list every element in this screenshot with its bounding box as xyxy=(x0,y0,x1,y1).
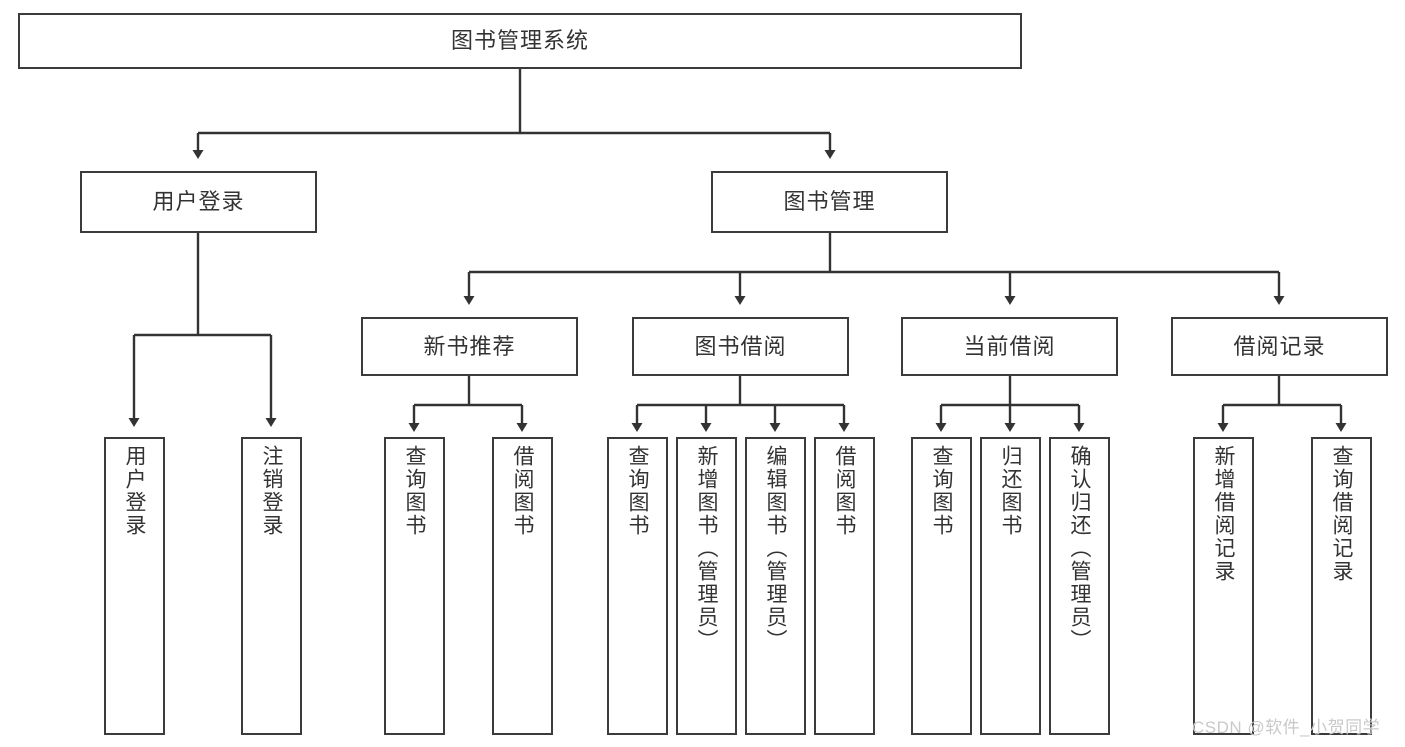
connectors xyxy=(128,69,1347,432)
node-leaf-query-book-1[interactable]: 查询图书 xyxy=(384,437,445,735)
node-leaf-query-book-3[interactable]: 查询图书 xyxy=(911,437,972,735)
node-leaf-edit-book-label: 编辑图书（管理员） xyxy=(764,445,787,652)
node-leaf-edit-book[interactable]: 编辑图书（管理员） xyxy=(745,437,806,735)
node-borrow-record[interactable]: 借阅记录 xyxy=(1171,317,1388,376)
node-new-book-recommend[interactable]: 新书推荐 xyxy=(361,317,578,376)
node-leaf-add-borrow-record[interactable]: 新增借阅记录 xyxy=(1193,437,1254,735)
node-leaf-return-book[interactable]: 归还图书 xyxy=(980,437,1041,735)
node-book-management[interactable]: 图书管理 xyxy=(711,171,948,233)
node-root[interactable]: 图书管理系统 xyxy=(18,13,1022,69)
node-leaf-confirm-return-label: 确认归还（管理员） xyxy=(1068,445,1091,652)
node-book-management-label: 图书管理 xyxy=(783,189,876,215)
node-leaf-add-book-label: 新增图书（管理员） xyxy=(695,445,718,652)
node-leaf-borrow-book-1[interactable]: 借阅图书 xyxy=(492,437,553,735)
node-user-login-label: 用户登录 xyxy=(152,189,245,215)
node-current-borrow-label: 当前借阅 xyxy=(963,333,1056,359)
node-leaf-query-borrow-record-label: 查询借阅记录 xyxy=(1330,445,1353,583)
node-leaf-return-book-label: 归还图书 xyxy=(999,445,1022,537)
node-leaf-borrow-book-2[interactable]: 借阅图书 xyxy=(814,437,875,735)
node-leaf-logout-login[interactable]: 注销登录 xyxy=(241,437,302,735)
node-user-login[interactable]: 用户登录 xyxy=(80,171,317,233)
node-leaf-query-book-3-label: 查询图书 xyxy=(930,445,953,537)
node-leaf-add-book[interactable]: 新增图书（管理员） xyxy=(676,437,737,735)
node-book-borrow[interactable]: 图书借阅 xyxy=(632,317,849,376)
node-leaf-confirm-return[interactable]: 确认归还（管理员） xyxy=(1049,437,1110,735)
node-leaf-query-book-2[interactable]: 查询图书 xyxy=(607,437,668,735)
node-book-borrow-label: 图书借阅 xyxy=(694,333,787,359)
node-borrow-record-label: 借阅记录 xyxy=(1233,333,1326,359)
node-leaf-query-book-2-label: 查询图书 xyxy=(626,445,649,537)
node-leaf-borrow-book-1-label: 借阅图书 xyxy=(511,445,534,537)
node-current-borrow[interactable]: 当前借阅 xyxy=(901,317,1118,376)
node-leaf-user-login-label: 用户登录 xyxy=(123,445,146,537)
node-leaf-user-login[interactable]: 用户登录 xyxy=(104,437,165,735)
node-leaf-add-borrow-record-label: 新增借阅记录 xyxy=(1212,445,1235,583)
node-root-label: 图书管理系统 xyxy=(450,28,589,54)
node-leaf-query-borrow-record[interactable]: 查询借阅记录 xyxy=(1311,437,1372,735)
node-new-book-recommend-label: 新书推荐 xyxy=(423,333,516,359)
node-leaf-query-book-1-label: 查询图书 xyxy=(403,445,426,537)
node-leaf-logout-login-label: 注销登录 xyxy=(260,445,283,537)
node-leaf-borrow-book-2-label: 借阅图书 xyxy=(833,445,856,537)
